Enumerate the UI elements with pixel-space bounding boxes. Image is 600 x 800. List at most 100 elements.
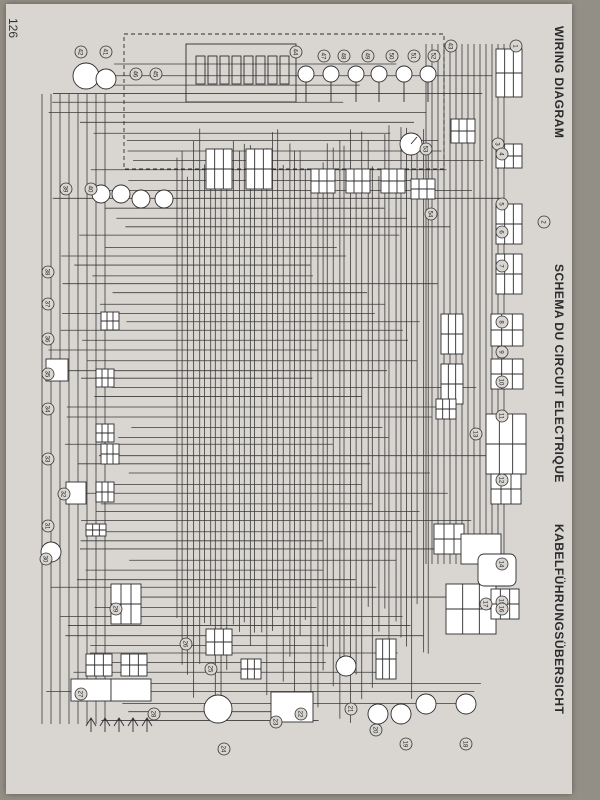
callout-label: 18: [462, 741, 468, 748]
callout-32: 32: [57, 487, 71, 501]
callout-51: 51: [407, 49, 421, 63]
callout-38: 38: [41, 265, 55, 279]
callout-label: 6: [498, 230, 504, 234]
indicator-slot: [255, 55, 266, 85]
callout-52: 52: [427, 49, 441, 63]
callout-circle: [479, 597, 493, 611]
callout-label: 47: [320, 53, 326, 60]
bulb: [347, 65, 365, 83]
callout-label: 34: [44, 406, 50, 413]
callout-circle: [495, 375, 509, 389]
rear-bulb: [367, 703, 389, 725]
callout-label: 12: [498, 477, 504, 484]
callout-circle: [495, 147, 509, 161]
callout-label: 21: [347, 706, 353, 713]
callout-9: 9: [495, 345, 509, 359]
callout-circle: [84, 182, 98, 196]
callout-40: 40: [84, 182, 98, 196]
plug-arrow: [85, 717, 97, 732]
callout-14: 14: [495, 557, 509, 571]
callout-label: 1: [512, 44, 518, 48]
callout-circle: [407, 49, 421, 63]
callout-circle: [495, 259, 509, 273]
callout-label: 28: [150, 711, 156, 718]
callout-label: 37: [44, 301, 50, 308]
callout-circle: [317, 49, 331, 63]
callout-4: 4: [495, 147, 509, 161]
callout-29: 29: [109, 602, 123, 616]
callout-circle: [369, 723, 383, 737]
callout-label: 2: [540, 220, 546, 224]
callout-49: 49: [361, 49, 375, 63]
plug-arrow: [99, 717, 111, 732]
meter-assembly-outline: [123, 33, 445, 170]
callout-label: 46: [132, 71, 138, 78]
turn-bulb: [154, 189, 174, 209]
callout-circle: [495, 225, 509, 239]
callout-42: 42: [74, 45, 88, 59]
callout-circle: [294, 707, 308, 721]
callout-53: 53: [419, 142, 433, 156]
callout-label: 10: [498, 379, 504, 386]
callout-label: 42: [77, 49, 83, 56]
callout-25: 25: [204, 662, 218, 676]
callout-label: 19: [402, 741, 408, 748]
callout-label: 26: [182, 641, 188, 648]
callout-24: 24: [217, 742, 231, 756]
callout-circle: [419, 142, 433, 156]
callout-circle: [269, 715, 283, 729]
callout-circle: [361, 49, 375, 63]
callout-19: 19: [399, 737, 413, 751]
callout-label: 25: [207, 666, 213, 673]
callout-circle: [289, 45, 303, 59]
wiring-diagram: 1234567891011121314151617181920212223242…: [39, 33, 551, 756]
callout-18: 18: [459, 737, 473, 751]
callout-label: 13: [472, 431, 478, 438]
callout-label: 31: [44, 523, 50, 530]
callout-27: 27: [74, 687, 88, 701]
callout-label: 22: [297, 711, 303, 718]
callout-circle: [495, 409, 509, 423]
callout-circle: [99, 45, 113, 59]
callout-circle: [41, 519, 55, 533]
callout-label: 15: [498, 599, 504, 606]
callout-label: 7: [498, 264, 504, 268]
callout-label: 14: [498, 561, 504, 568]
callout-circle: [41, 332, 55, 346]
indicator-slot: [207, 55, 218, 85]
indicator-slot: [267, 55, 278, 85]
callout-12: 12: [495, 473, 509, 487]
callout-circle: [495, 197, 509, 211]
callout-label: 32: [60, 491, 66, 498]
callout-circle: [495, 557, 509, 571]
callout-circle: [204, 662, 218, 676]
callout-39: 39: [59, 182, 73, 196]
callout-22: 22: [294, 707, 308, 721]
callout-label: 49: [364, 53, 370, 60]
callout-label: 50: [388, 53, 394, 60]
callout-17: 17: [479, 597, 493, 611]
callout-13: 13: [469, 427, 483, 441]
callout-circle: [41, 265, 55, 279]
callout-circle: [495, 315, 509, 329]
callout-circle: [41, 297, 55, 311]
callout-label: 30: [42, 556, 48, 563]
callout-circle: [129, 67, 143, 81]
callout-label: 48: [340, 53, 346, 60]
rear-bulb: [415, 693, 437, 715]
callout-label: 11: [498, 413, 504, 420]
callout-37: 37: [41, 297, 55, 311]
callout-46: 46: [129, 67, 143, 81]
callout-label: 44: [292, 49, 298, 56]
callout-label: 24: [220, 746, 226, 753]
callout-circle: [424, 207, 438, 221]
callout-circle: [469, 427, 483, 441]
callout-label: 43: [447, 43, 453, 50]
page-number: 126: [6, 18, 20, 39]
callout-label: 54: [427, 211, 433, 218]
plug-arrow: [113, 717, 125, 732]
callout-30: 30: [39, 552, 53, 566]
callout-6: 6: [495, 225, 509, 239]
callout-circle: [41, 452, 55, 466]
